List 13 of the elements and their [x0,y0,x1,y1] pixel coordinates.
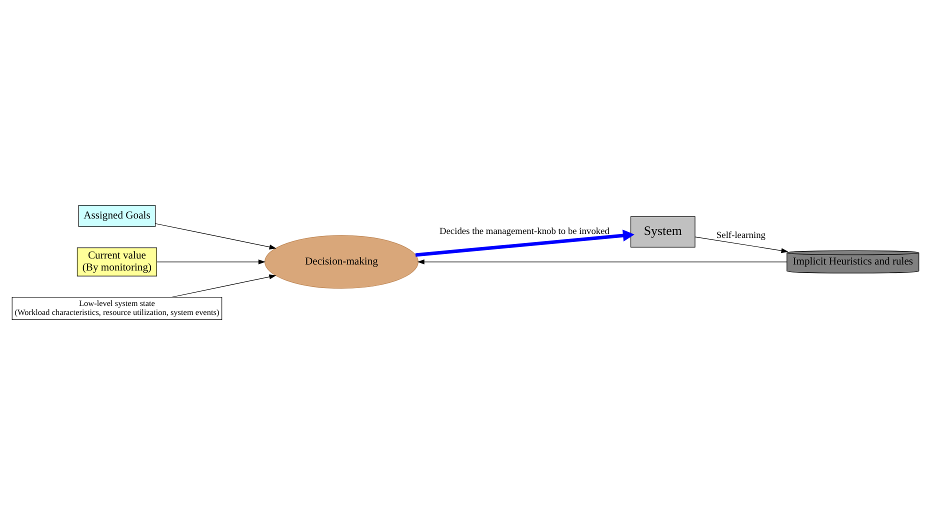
arrow [415,230,634,257]
arrow [171,274,276,298]
arrow [694,236,788,254]
edge-label: Self-learning [716,231,766,242]
node-box: Assigned Goals [78,205,156,227]
edge-label: Decides the management-knob to be invoked [439,227,610,238]
arrow [156,259,266,264]
node-ellipse: Decision-making [264,235,418,289]
node-box: System [630,216,696,248]
node-box: Low-level system state (Workload characteristics, resource utilization, system events) [12,296,222,320]
arrow [417,259,788,264]
arrow [155,223,276,250]
node-box: Current value (By monitoring) [76,247,158,276]
